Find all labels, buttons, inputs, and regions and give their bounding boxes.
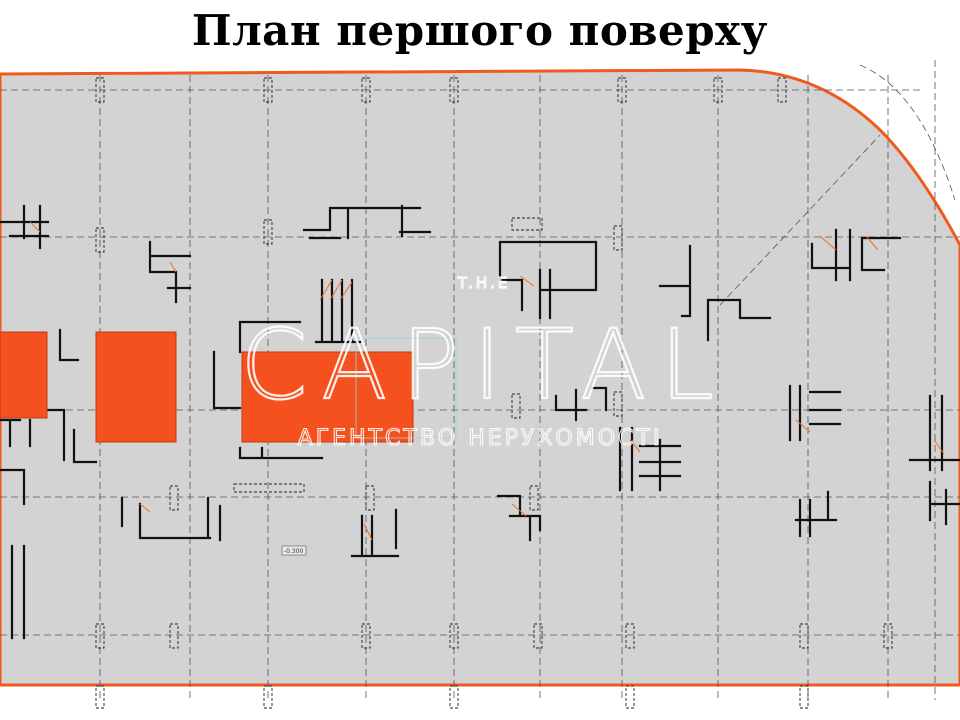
watermark-line-2: CAPITAL [240,309,727,421]
level-label: -0.300 [284,548,304,555]
floor-slab [0,68,960,687]
construction-grid [0,60,960,700]
watermark: T.H.E CAPITAL АГЕНТСТВО НЕРУХОМОСТІ [239,273,727,451]
page-title: План першого поверху [191,6,769,55]
column-markers [95,77,893,709]
highlighted-areas [0,331,414,443]
watermark-line-1: T.H.E [457,274,510,292]
structural-walls [0,204,960,640]
engineering-connectors [29,221,945,541]
highlight-area-1 [0,331,48,419]
highlight-area-2 [95,331,177,443]
watermark-line-3: АГЕНТСТВО НЕРУХОМОСТІ [298,426,663,451]
floor-plan: -0.300 T.H.E CAPITAL АГЕНТСТВО НЕРУХОМОС… [0,60,960,709]
level-tag [281,545,307,556]
highlight-area-3 [241,351,414,443]
